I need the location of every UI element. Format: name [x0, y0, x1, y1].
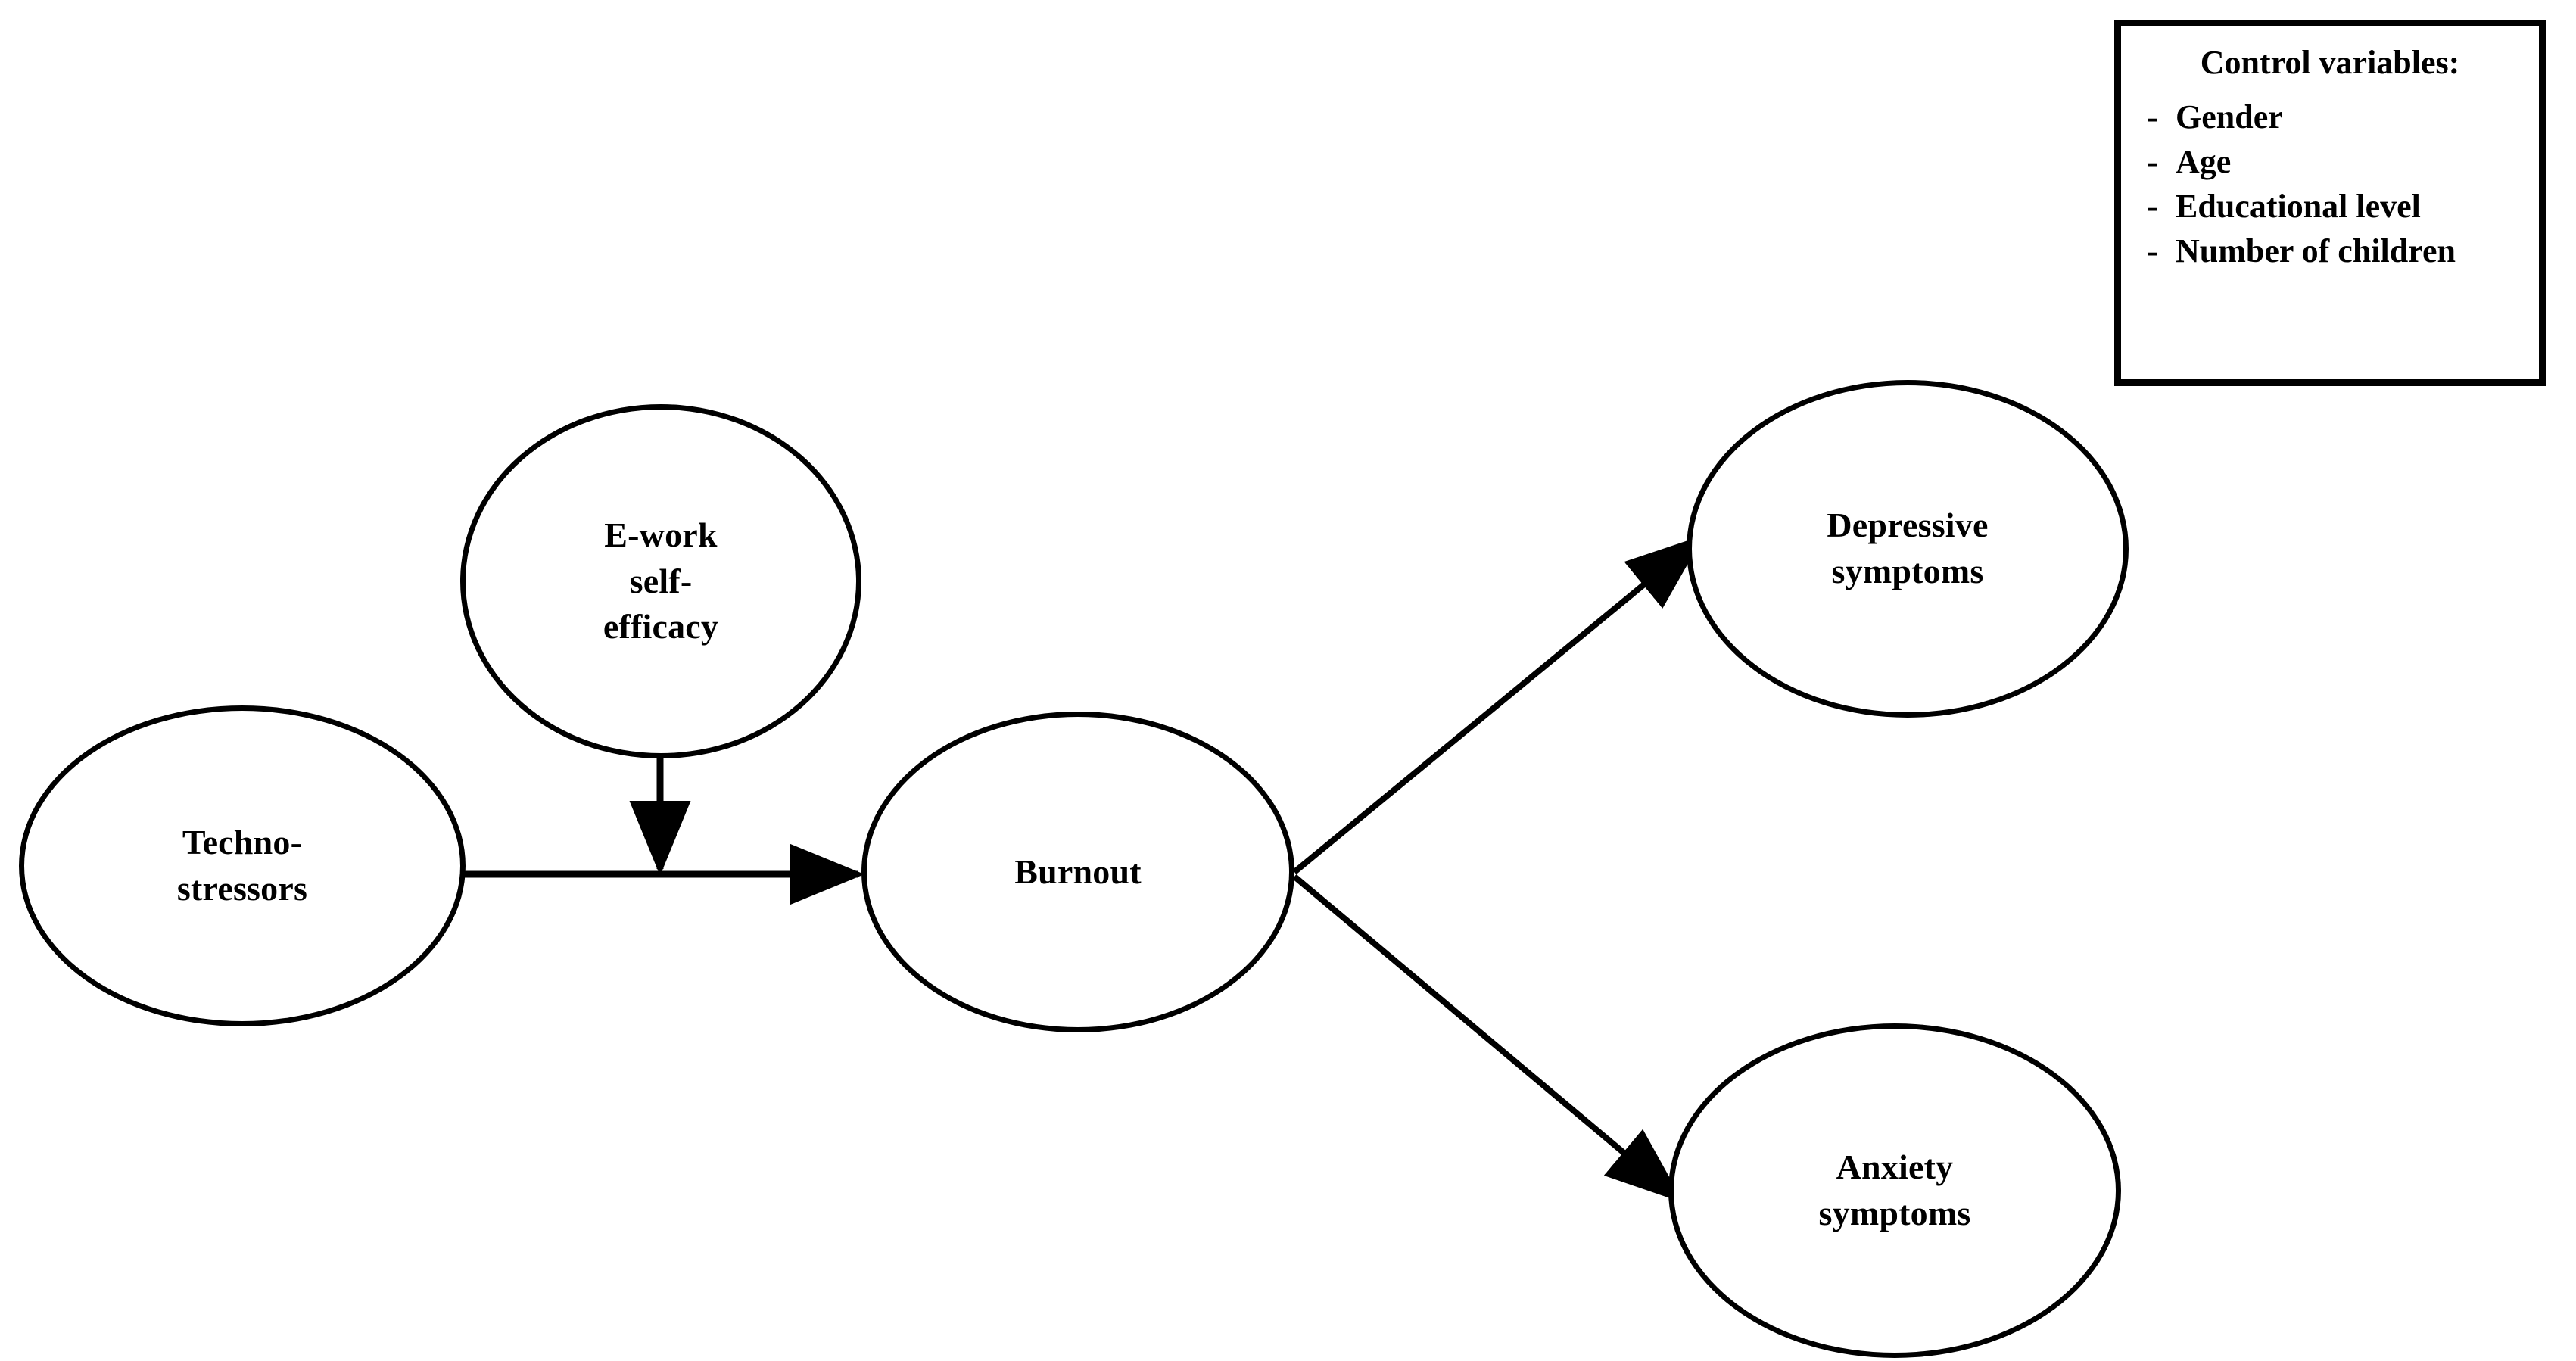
bullet-dash-icon: -: [2147, 232, 2158, 270]
control-variable-label: Age: [2176, 142, 2232, 180]
control-variables-list: - Gender - Age - Educational level - Num…: [2141, 95, 2519, 273]
node-depressive-symptoms-label: Depressive symptoms: [1827, 506, 1989, 590]
node-ework-self-efficacy-label: E-work self- efficacy: [603, 515, 719, 646]
node-ework-self-efficacy[interactable]: E-work self- efficacy: [460, 404, 861, 758]
node-burnout-label: Burnout: [1014, 852, 1142, 891]
list-item: - Age: [2141, 140, 2519, 183]
node-burnout[interactable]: Burnout: [861, 712, 1294, 1032]
bullet-dash-icon: -: [2147, 98, 2158, 135]
edge-burnout-to-depressive: [1292, 534, 1705, 875]
control-variable-label: Gender: [2176, 98, 2283, 135]
control-variable-label: Number of children: [2176, 232, 2456, 270]
bullet-dash-icon: -: [2147, 142, 2158, 180]
control-variables-title: Control variables:: [2200, 44, 2460, 81]
node-technostressors-label: Techno- stressors: [176, 823, 308, 908]
bullet-dash-icon: -: [2147, 188, 2158, 226]
node-technostressors[interactable]: Techno- stressors: [19, 705, 466, 1026]
control-variable-label: Educational level: [2176, 188, 2421, 226]
node-anxiety-symptoms[interactable]: Anxiety symptoms: [1668, 1023, 2121, 1358]
node-anxiety-symptoms-label: Anxiety symptoms: [1818, 1148, 1971, 1232]
list-item: - Number of children: [2141, 229, 2519, 273]
list-item: - Educational level: [2141, 185, 2519, 228]
node-depressive-symptoms[interactable]: Depressive symptoms: [1687, 380, 2129, 718]
control-variables-box: Control variables: - Gender - Age - Educ…: [2114, 20, 2546, 386]
edge-burnout-to-anxiety: [1292, 874, 1684, 1204]
list-item: - Gender: [2141, 95, 2519, 139]
